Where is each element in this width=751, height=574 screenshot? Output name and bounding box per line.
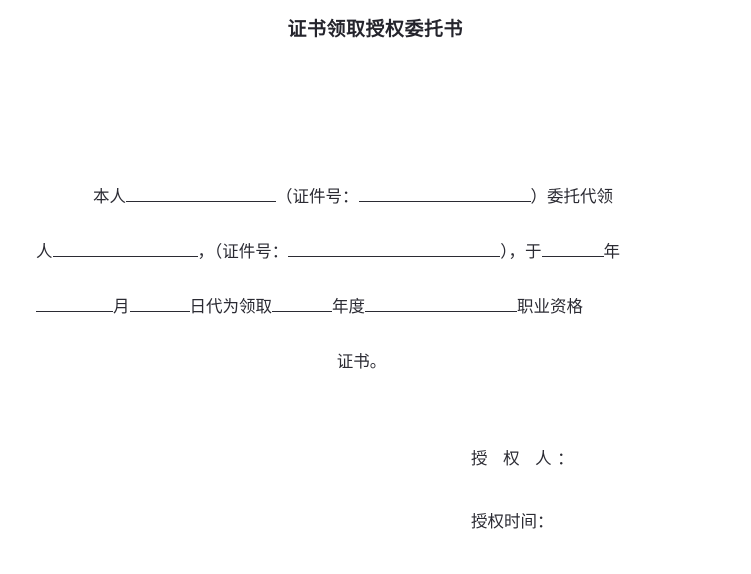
blank-agent-id[interactable] (288, 239, 501, 257)
line-1-text-id-label: （证件号： (276, 188, 359, 206)
line-3-text-vocational-qualification: 职业资格 (517, 298, 583, 316)
line-2-text-person: 人 (36, 243, 53, 261)
blank-collection-month[interactable] (36, 294, 113, 312)
body-line-2: 人 ，（证件号： ），于 年 (36, 225, 687, 280)
signature-block: 授 权 人： 授权时间： (471, 448, 579, 574)
body-line-3: 月 日代为领取 年度 职业资格 (36, 280, 687, 335)
authorizer-label: 授 权 人： (471, 450, 580, 468)
line-1-text-self: 本人 (93, 188, 126, 206)
line-3-text-collect-on-behalf: 日代为领取 (189, 298, 273, 316)
blank-agent-name[interactable] (52, 239, 198, 257)
line-3-text-year-of: 年度 (332, 298, 365, 316)
page-title: 证书领取授权委托书 (287, 19, 464, 40)
blank-certificate-name[interactable] (365, 294, 517, 312)
authorization-date-label: 授权时间： (471, 513, 554, 531)
blank-principal-name[interactable] (126, 184, 276, 202)
line-3-text-month-unit: 月 (113, 298, 130, 316)
document-body: 本人 （证件号： ）委托代领 人 ，（证件号： ），于 年 月 日代为领取 年度 职业资格 证书… (36, 170, 687, 390)
blank-collection-year[interactable] (541, 239, 604, 257)
line-4-text-certificate: 证书。 (336, 353, 387, 371)
body-line-4: 证书。 (36, 335, 687, 390)
line-2-text-year-unit: 年 (603, 243, 621, 261)
body-line-1: 本人 （证件号： ）委托代领 (36, 170, 687, 225)
line-2-text-id-label: ，（证件号： (197, 243, 289, 261)
blank-principal-id[interactable] (358, 184, 531, 202)
line-1-text-entrust: ）委托代领 (530, 188, 614, 206)
blank-collection-day[interactable] (129, 294, 190, 312)
line-2-text-on: ），于 (500, 243, 542, 261)
blank-certificate-year[interactable] (272, 294, 332, 312)
